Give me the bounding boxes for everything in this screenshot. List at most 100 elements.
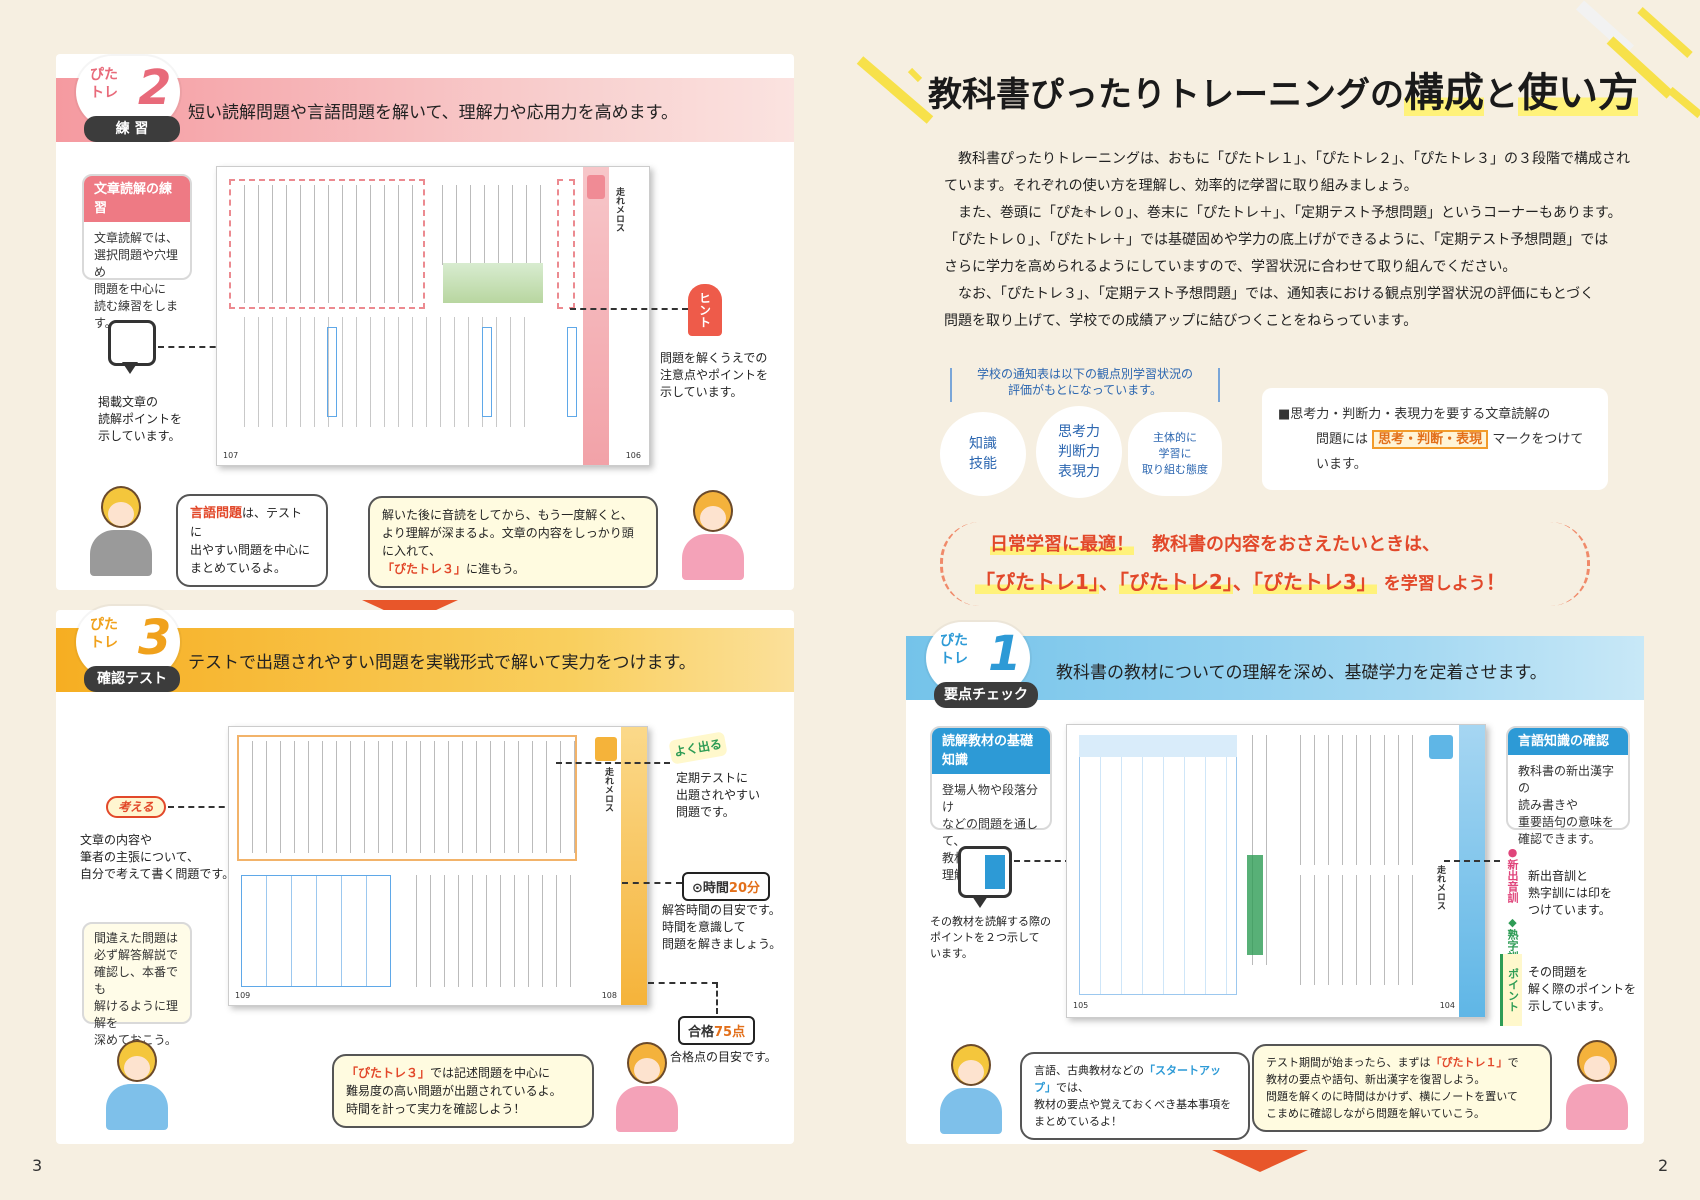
bubble-text: テスト期間が始まったら、まずは <box>1266 1056 1431 1069</box>
girl-character <box>678 490 748 580</box>
title-emph-1: 構成 <box>1404 70 1484 116</box>
mark-note-line: マークをつけて <box>1492 432 1584 447</box>
mini-badge <box>595 737 617 761</box>
intro-line: ています。それぞれの使い方を理解し、効率的に学習に取り組みましょう。 <box>944 178 1418 194</box>
mini-badge <box>587 175 605 199</box>
leader-line <box>622 882 682 884</box>
pitatore-2-badge: ぴた トレ 2 練 習 <box>76 56 186 146</box>
section-band-text: テストで出題されやすい問題を実戦形式で解いて実力をつけます。 <box>188 653 696 673</box>
boy-character <box>102 1040 172 1130</box>
leader-line <box>716 982 718 1014</box>
page-number-right: 2 <box>1658 1156 1669 1175</box>
review-note: 間違えた問題は 必ず解答解説で 確認し、本番でも 解けるように理解を 深めておこ… <box>82 922 192 1047</box>
table-header <box>1079 735 1237 757</box>
point-tag: ポイント <box>1500 954 1522 1026</box>
page-title: 教科書ぴったりトレーニングの構成と使い方 <box>928 60 1638 118</box>
bubble-text: で 教材の要点や語句、新出漢字を復習しよう。 問題を解くのに時間はかけず、横にノ… <box>1266 1056 1519 1120</box>
eval-item-thinking: 思考力 判断力 表現力 <box>1036 406 1122 498</box>
ruby-kiso: き そ <box>1073 208 1092 217</box>
answer-grid <box>241 875 391 987</box>
section-pitatore-2: 短い読解問題や言語問題を解いて、理解力や応用力を高めます。 ぴた トレ 2 練 … <box>56 54 794 590</box>
dashed-passage-box <box>229 179 425 309</box>
slogan-part: ！ <box>1485 570 1506 594</box>
intro-line: また、巻頭に「ぴたトレ０」、巻末に「ぴたトレ＋」、「定期テスト予想問題」というコ… <box>958 205 1622 221</box>
frequent-mark: よく出る <box>668 731 728 765</box>
new-reading-tag: ●新出音訓 <box>1506 846 1519 903</box>
kanji-columns <box>1293 735 1413 865</box>
reading-point-icon <box>108 320 156 366</box>
page-number: 105 <box>1073 1001 1089 1010</box>
page-number: 106 <box>625 451 641 460</box>
think-mark: 考える <box>106 796 166 818</box>
eval-item-knowledge: 知識 技能 <box>940 412 1026 496</box>
page-number: 109 <box>235 991 251 1000</box>
mini-badge <box>1429 735 1453 759</box>
frequent-note: 定期テストに 出題されやすい 問題です。 <box>676 771 761 819</box>
pass-value: 75点 <box>714 1025 746 1040</box>
section-pitatore-1: 教科書の教材についての理解を深め、基礎学力を定着させます。 ぴた トレ 1 要点… <box>906 622 1644 1144</box>
eval-title-line: 学校の通知表は以下の観点別学習状況の <box>976 367 1193 381</box>
text-columns <box>237 185 417 303</box>
girl-speech-bubble: 解いた後に音読をしてから、もう一度解くと、 より理解が深まるよ。文章の内容をしっ… <box>368 496 658 588</box>
page-side-tab <box>583 167 609 465</box>
box-body: 教科書の新出漢字の 読み書きや 重要語句の意味を 確認できます。 <box>1518 764 1615 846</box>
badge-number: 3 <box>138 610 172 666</box>
book-title: 走れメロス <box>1435 865 1445 910</box>
icon-tail <box>972 896 988 908</box>
bubble-emph: 「ぴたトレ１」 <box>1430 1056 1508 1069</box>
bubble-emph: 「スタートアップ」 <box>1034 1064 1221 1094</box>
section-band: 短い読解問題や言語問題を解いて、理解力や応用力を高めます。 <box>56 78 794 142</box>
page-number-left: 3 <box>32 1156 43 1175</box>
thinking-mark-label: 思考・判断・表現 <box>1372 430 1489 449</box>
mark-note-line: います。 <box>1316 457 1367 472</box>
badge-pita-label: ぴた トレ <box>90 67 118 101</box>
info-table <box>1079 735 1237 995</box>
badge-subtitle: 要点チェック <box>934 682 1038 708</box>
leader-line <box>648 982 718 984</box>
bubble-text: 言語、古典教材などの <box>1034 1064 1144 1077</box>
page-side-tab <box>621 727 647 1005</box>
page-number: 107 <box>223 451 239 460</box>
pass-note: 合格点の目安です。 <box>670 1050 777 1064</box>
eval-bracket <box>950 368 1220 402</box>
slogan-part: 教科書の内容をおさえたいときは、 <box>1152 534 1440 555</box>
section-band: 教科書の教材についての理解を深め、基礎学力を定着させます。 <box>906 636 1644 700</box>
decorative-stripes <box>856 0 1700 124</box>
time-stamp: ⊙時間20分 <box>682 872 771 901</box>
question-columns <box>409 875 579 987</box>
eval-title-line: 評価がもとになっています。 <box>1008 383 1162 397</box>
text-columns <box>245 741 575 853</box>
two-points-icon <box>958 846 1012 898</box>
girl-speech-bubble: テスト期間が始まったら、まずは「ぴたトレ１」で 教材の要点や語句、新出漢字を復習… <box>1252 1044 1552 1132</box>
pass-label: 合格 <box>688 1025 715 1040</box>
slogan-part: 「ぴたトレ2」 <box>1118 570 1233 594</box>
boy-speech-bubble: 言語問題は、テストに 出やすい問題を中心に まとめているよ。 <box>176 494 328 587</box>
section-band-text: 短い読解問題や言語問題を解いて、理解力や応用力を高めます。 <box>188 103 678 123</box>
boy-character <box>936 1044 1006 1134</box>
badge-subtitle: 練 習 <box>84 116 180 142</box>
point-note: その問題を 解く際のポイントを 示しています。 <box>1528 965 1637 1013</box>
slogan-part: を学習しよう <box>1383 574 1486 594</box>
boy-character <box>86 486 156 576</box>
boy-speech-bubble: 言語、古典教材などの「スタートアップ」では、 教材の要点や覚えておくべき基本事項… <box>1020 1052 1250 1140</box>
reading-practice-box: 文章読解の練習 文章読解では、 選択問題や穴埋め 問題を中心に 読む練習をします… <box>82 174 192 330</box>
book-title: 走れメロス <box>614 187 624 232</box>
slogan-part: 「ぴたトレ1」 <box>975 570 1099 594</box>
badge-pita-label: ぴた トレ <box>940 633 968 667</box>
slogan-frame <box>940 522 1590 606</box>
badge-number: 1 <box>988 626 1022 682</box>
box-heading: 読解教材の基礎知識 <box>932 728 1050 774</box>
mark-note-line: 問題には <box>1316 432 1369 447</box>
hint-tag: ヒント <box>688 284 722 336</box>
slogan-line-2: 「ぴたトレ1」、「ぴたトレ2」、「ぴたトレ3」 を学習しよう！ <box>975 566 1506 595</box>
bubble-text: に進もう。 <box>466 562 525 576</box>
kanji-mark-note: 新出音訓と 熟字訓には印を つけています。 <box>1528 869 1613 917</box>
slogan-part: 「ぴたトレ3」 <box>1252 570 1377 594</box>
dashed-passage-box <box>557 179 575 309</box>
badge-subtitle: 確認テスト <box>84 666 180 692</box>
language-check-box: 言語知識の確認 教科書の新出漢字の 読み書きや 重要語句の意味を 確認できます。 <box>1506 726 1630 846</box>
point-tab <box>1247 855 1263 955</box>
box-heading: 言語知識の確認 <box>1508 728 1628 755</box>
eval-item-attitude: 主体的に 学習に 取り組む態度 <box>1128 412 1222 496</box>
jukujikun-tag: ◆熟字訓 <box>1506 916 1519 962</box>
